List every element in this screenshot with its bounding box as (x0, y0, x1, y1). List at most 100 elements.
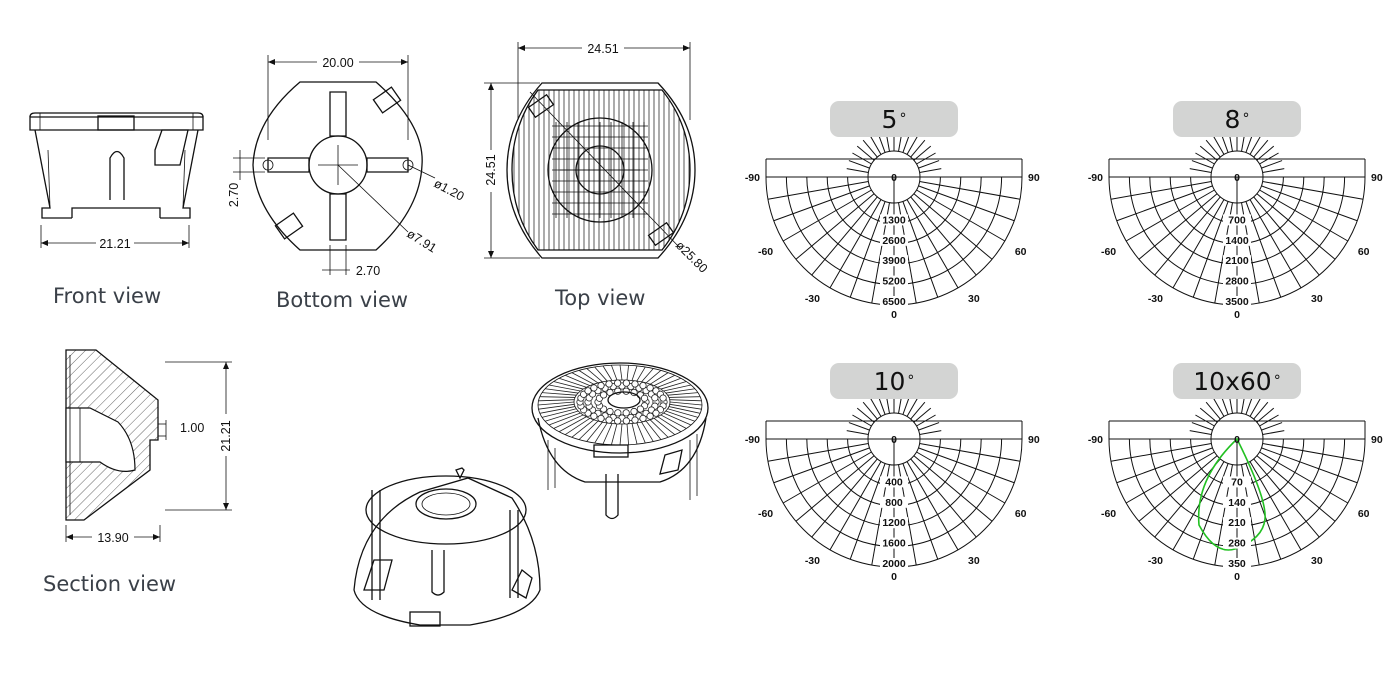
polar-ring-label: 210 (1228, 517, 1246, 529)
polar-ring-label-bg (1223, 234, 1251, 246)
polar-ring-label-bg (1223, 275, 1251, 287)
polar-ring-label: 2000 (882, 558, 906, 570)
polar-ring-label-bg (880, 476, 908, 488)
polar-top-tick (1262, 430, 1285, 435)
polar-spoke (1259, 189, 1349, 242)
lens-rib (539, 396, 576, 398)
polar-spoke (1262, 443, 1364, 462)
polar-top-tick (1199, 407, 1218, 423)
polar-spoke (1172, 461, 1225, 551)
polar-ring-label: 1300 (882, 214, 906, 226)
lens-rib (626, 423, 629, 445)
lens-dot (605, 380, 613, 388)
lens-rib (669, 403, 702, 410)
polar-ring-label: 1600 (882, 538, 906, 550)
polar-ring-label: 1200 (882, 517, 906, 529)
polar-angle-left60: -60 (758, 508, 773, 520)
polar-spoke (1192, 463, 1229, 560)
polar-top-tick (1199, 145, 1218, 161)
polar-top-tick (1249, 135, 1262, 155)
polar-spoke (1256, 455, 1336, 522)
polar-angle-left30: -30 (1148, 555, 1163, 567)
lens-rib (578, 370, 599, 384)
polar-ring-label: 2600 (882, 235, 906, 247)
polar-top-tick (1189, 168, 1212, 173)
lens-rib (649, 419, 669, 438)
polar-ring-label-bg (880, 537, 908, 549)
polar-spoke (782, 451, 872, 504)
polar-top-tick (910, 401, 926, 420)
lens-dot (630, 407, 638, 416)
lens-dot (636, 405, 644, 413)
top-width-dim: 24.51 (587, 42, 618, 56)
polar-ring-label: 400 (885, 476, 903, 488)
lens-rib (665, 388, 695, 394)
polar-zero-label: 0 (891, 434, 897, 446)
polar-angle-bottom: 0 (1234, 571, 1240, 583)
polar-ring-label: 140 (1228, 497, 1246, 509)
lens-rib (645, 370, 662, 384)
lens-rib (669, 401, 703, 406)
lens-dot (622, 379, 630, 387)
lens-dot (590, 412, 598, 420)
polar-ring-label: 1400 (1225, 235, 1249, 247)
lens-rib (649, 372, 669, 385)
polar-top-tick (906, 397, 919, 417)
polar-top-tick (919, 168, 942, 173)
lens-rib (553, 414, 584, 429)
polar-top-tick (848, 160, 870, 169)
lens-rib (586, 421, 603, 442)
lens-rib (660, 381, 687, 390)
lens-rib (578, 420, 599, 440)
polar-spoke (1249, 461, 1302, 551)
polar-angle-left90: -90 (745, 172, 760, 184)
polar-top-tick (913, 145, 932, 161)
polar-angle-right30: 30 (1311, 293, 1323, 305)
lens-dot (622, 417, 630, 425)
polar-ring-label-bg (880, 517, 908, 529)
lens-rib (619, 423, 623, 446)
lens-rib (553, 381, 584, 390)
polar-spoke (1256, 193, 1336, 260)
polar-spoke (767, 443, 869, 462)
polar-angle-right90: 90 (1028, 172, 1040, 184)
lens-center-dots (576, 379, 668, 425)
lens-rib (538, 403, 575, 410)
polar-ring-label-bg (880, 234, 908, 246)
polar-top-tick (1249, 397, 1262, 417)
polar-angle-left90: -90 (745, 434, 760, 446)
polar-top-tick (1262, 168, 1285, 173)
lens-rib (645, 420, 662, 440)
polar-angle-right90: 90 (1371, 434, 1383, 446)
lens-rib (636, 422, 646, 444)
polar-angle-bottom: 0 (1234, 309, 1240, 321)
polar-spoke (795, 193, 875, 260)
lens-rib (631, 365, 638, 381)
polar-angle-right90: 90 (1028, 434, 1040, 446)
polar-ring-label-bg (1223, 558, 1251, 569)
polar-top-tick (846, 430, 869, 435)
polar-spoke (918, 447, 1015, 484)
polar-spoke (1262, 181, 1364, 200)
lens-rib (558, 416, 587, 433)
polar-top-tick (918, 422, 940, 431)
front-view-drawing: 21.21 (29, 112, 204, 251)
lens-rib (611, 365, 618, 381)
polar-top-tick (1212, 397, 1225, 417)
polar-spoke (916, 189, 1006, 242)
polar-angle-left90: -90 (1088, 434, 1103, 446)
lens-rib (669, 399, 702, 402)
polar-zero-label: 0 (891, 172, 897, 184)
polar-angle-bottom: 0 (891, 571, 897, 583)
lens-rib (545, 388, 579, 394)
polar-spoke (910, 458, 977, 538)
lens-rib (619, 364, 623, 381)
polar-top-tick (1205, 139, 1221, 158)
polar-ring-label-bg (880, 558, 908, 569)
lens-rib (665, 410, 696, 422)
polar-top-tick (869, 397, 882, 417)
lens-dot (597, 381, 605, 390)
polar-spoke (767, 181, 869, 200)
